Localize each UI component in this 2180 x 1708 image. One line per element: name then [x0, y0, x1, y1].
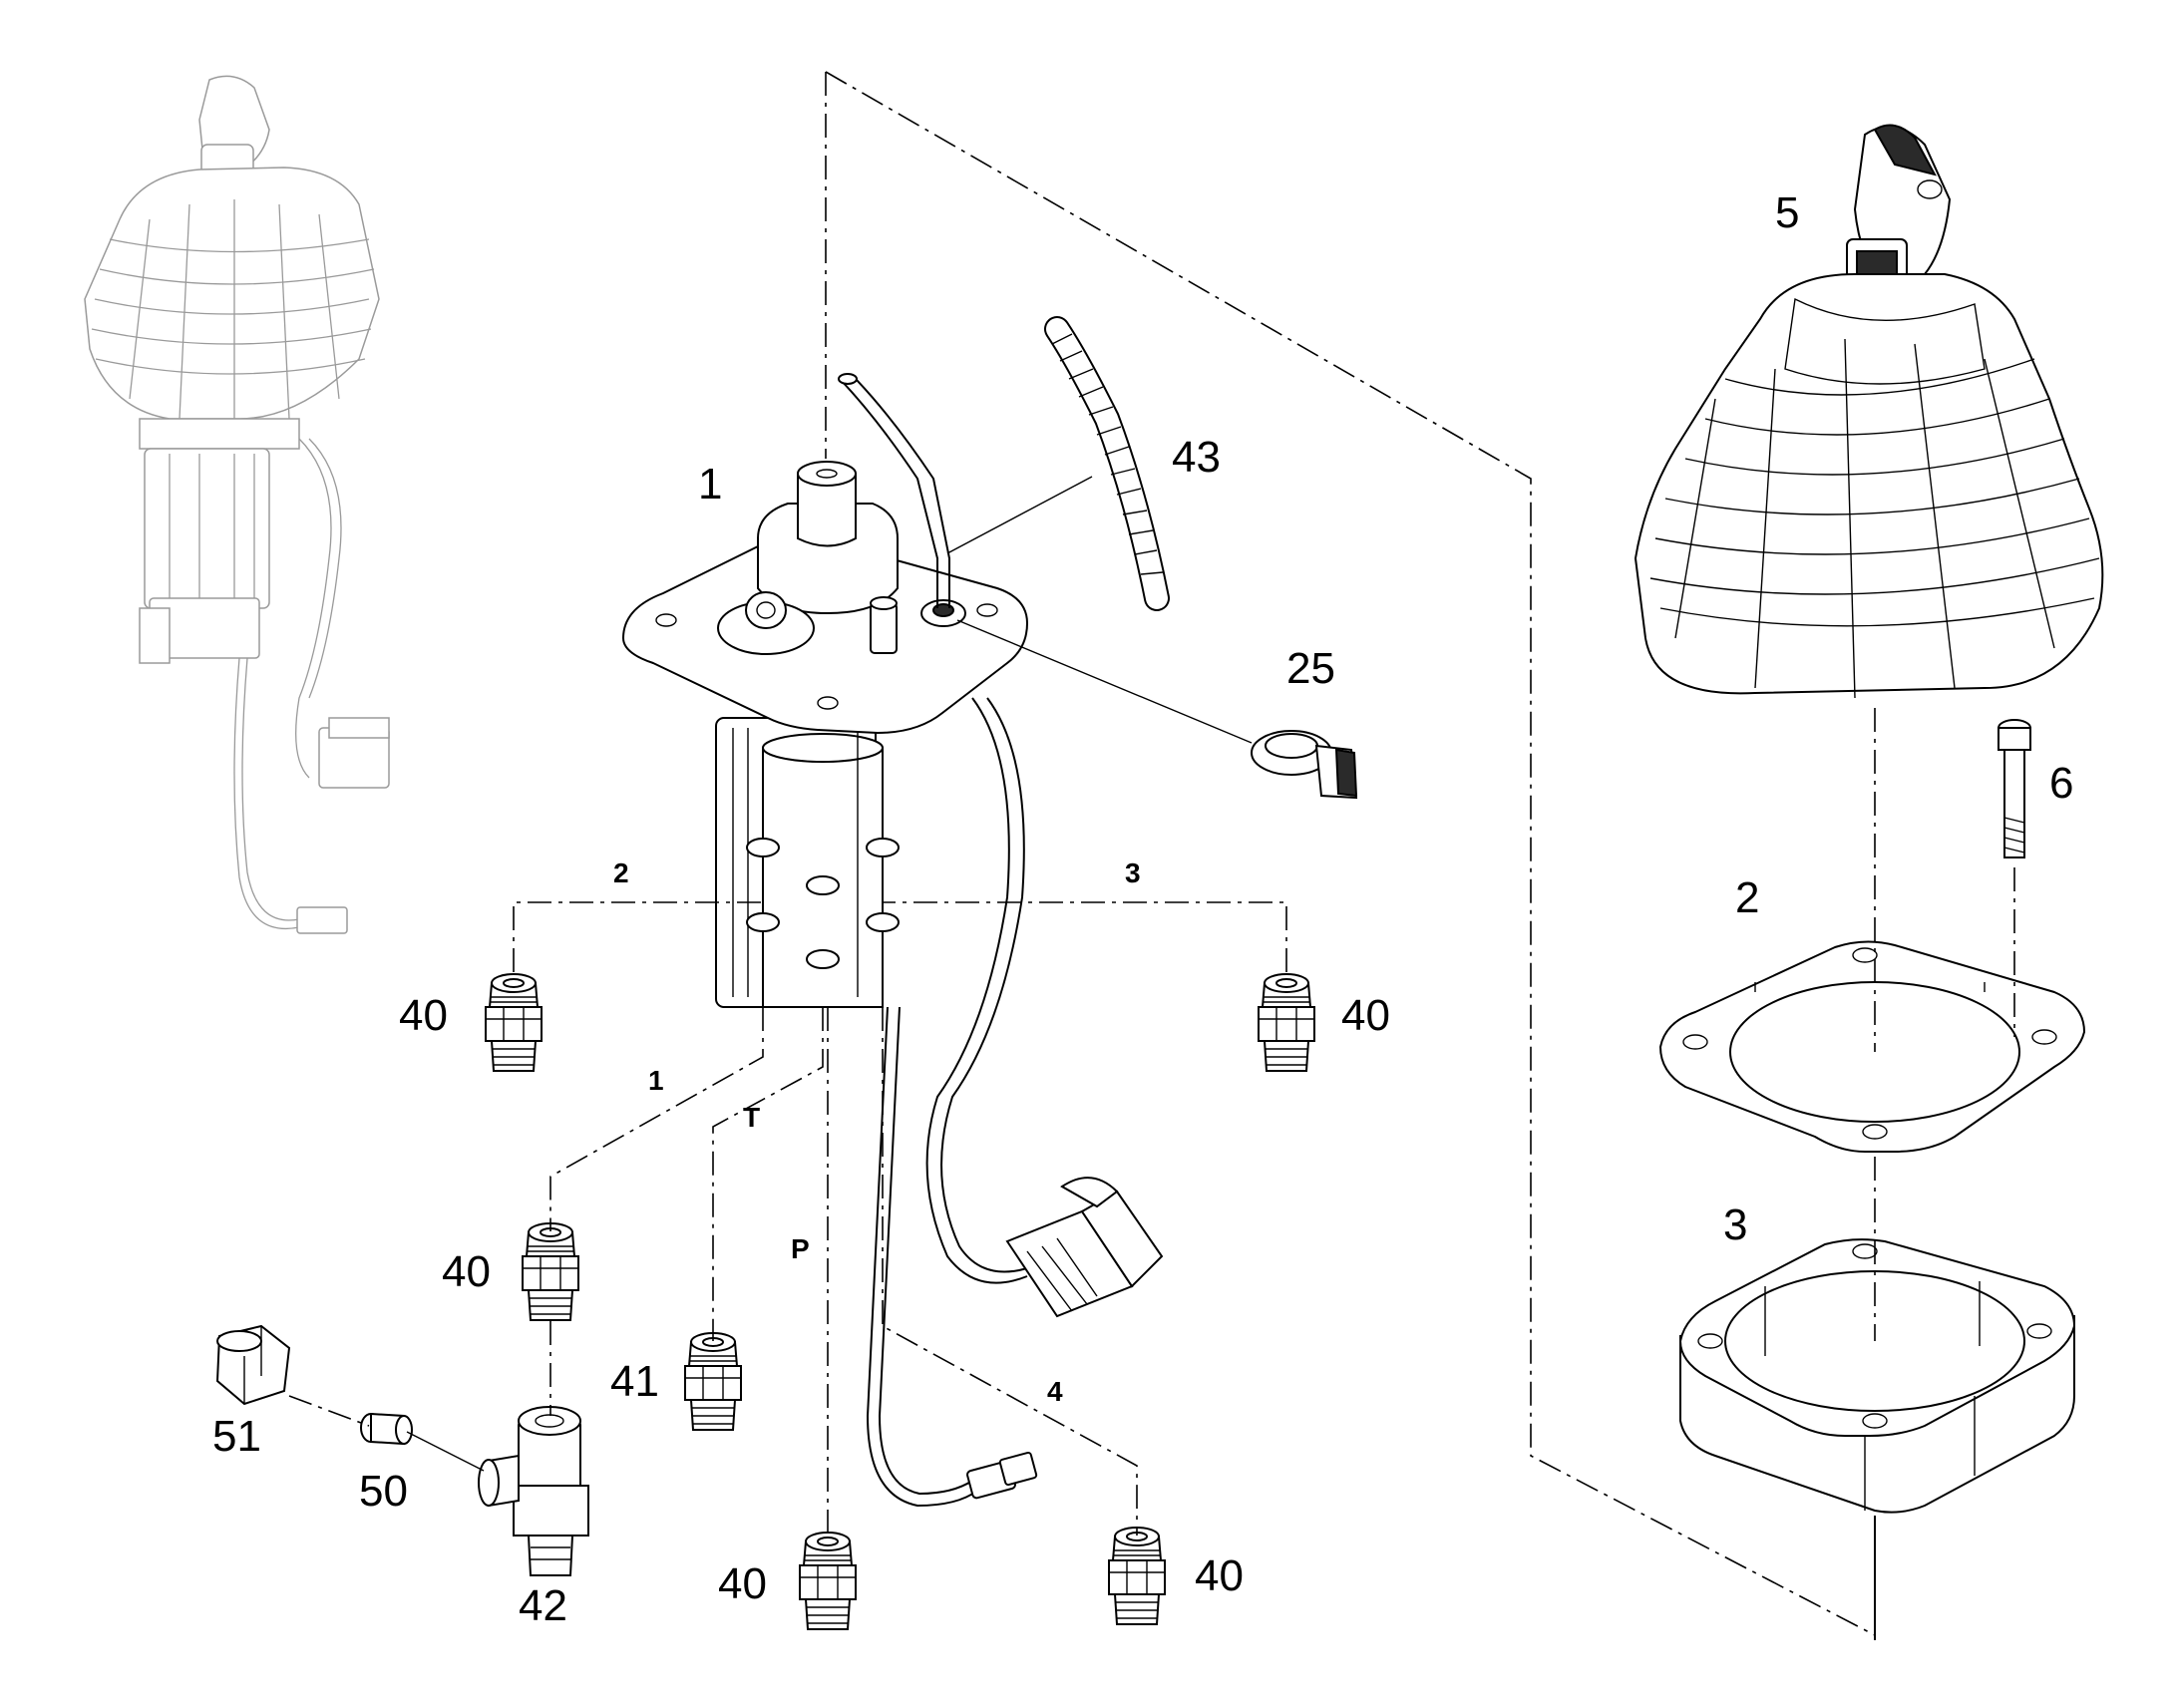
port-label-T: T [743, 1102, 760, 1133]
port-labels: 2 3 1 T P 4 [613, 857, 1141, 1407]
port-label-P: P [791, 1233, 810, 1264]
callout-part-25: 25 [1286, 644, 1335, 693]
part-2-mounting-plate [1658, 940, 2086, 1153]
callout-part-50: 50 [359, 1467, 408, 1516]
part-40-fitting-right [1258, 973, 1315, 1072]
part-41-fitting [684, 1332, 742, 1431]
callout-part-43: 43 [1172, 433, 1221, 482]
port-label-3: 3 [1125, 857, 1141, 888]
part-40-fitting-left [485, 973, 543, 1072]
port-label-2: 2 [613, 857, 629, 888]
assembled-view-illustration [84, 75, 390, 934]
callout-part-40-left: 40 [399, 991, 448, 1040]
part-5-joystick-boot [1634, 124, 2104, 699]
port-label-1: 1 [648, 1065, 664, 1096]
part-40-fitting-bottom-right [1108, 1527, 1166, 1625]
callout-part-40-mid: 40 [442, 1247, 491, 1296]
part-51-nut [215, 1324, 291, 1406]
leader-lines [288, 476, 2015, 1640]
callout-part-5: 5 [1775, 188, 1799, 237]
callout-labels: 1 43 25 5 6 2 3 40 40 40 40 40 41 51 50 … [212, 188, 2073, 1630]
callout-part-41: 41 [610, 1357, 659, 1406]
part-40-fitting-bottom [799, 1532, 857, 1630]
part-6-screw [1998, 719, 2031, 858]
callout-part-2: 2 [1735, 873, 1759, 922]
callout-part-6: 6 [2049, 759, 2073, 808]
part-3-spacer-ring [1678, 1238, 2076, 1514]
callout-part-42: 42 [519, 1581, 567, 1630]
part-40-fitting-mid [522, 1222, 579, 1321]
callout-part-40-right: 40 [1341, 991, 1390, 1040]
callout-part-51: 51 [212, 1412, 261, 1461]
callout-part-3: 3 [1723, 1200, 1747, 1249]
part-50-plug [360, 1412, 413, 1446]
part-43-spiral-wrap [1044, 316, 1170, 611]
callout-part-40-bottom: 40 [718, 1559, 767, 1608]
part-42-tee-fitting [478, 1406, 589, 1576]
part-25-cable-clip [1251, 730, 1358, 800]
callout-part-1: 1 [698, 460, 722, 509]
part-1-control-valve [621, 373, 1164, 1508]
callout-part-40-bottom-right: 40 [1195, 1551, 1244, 1600]
port-label-4: 4 [1047, 1376, 1063, 1407]
